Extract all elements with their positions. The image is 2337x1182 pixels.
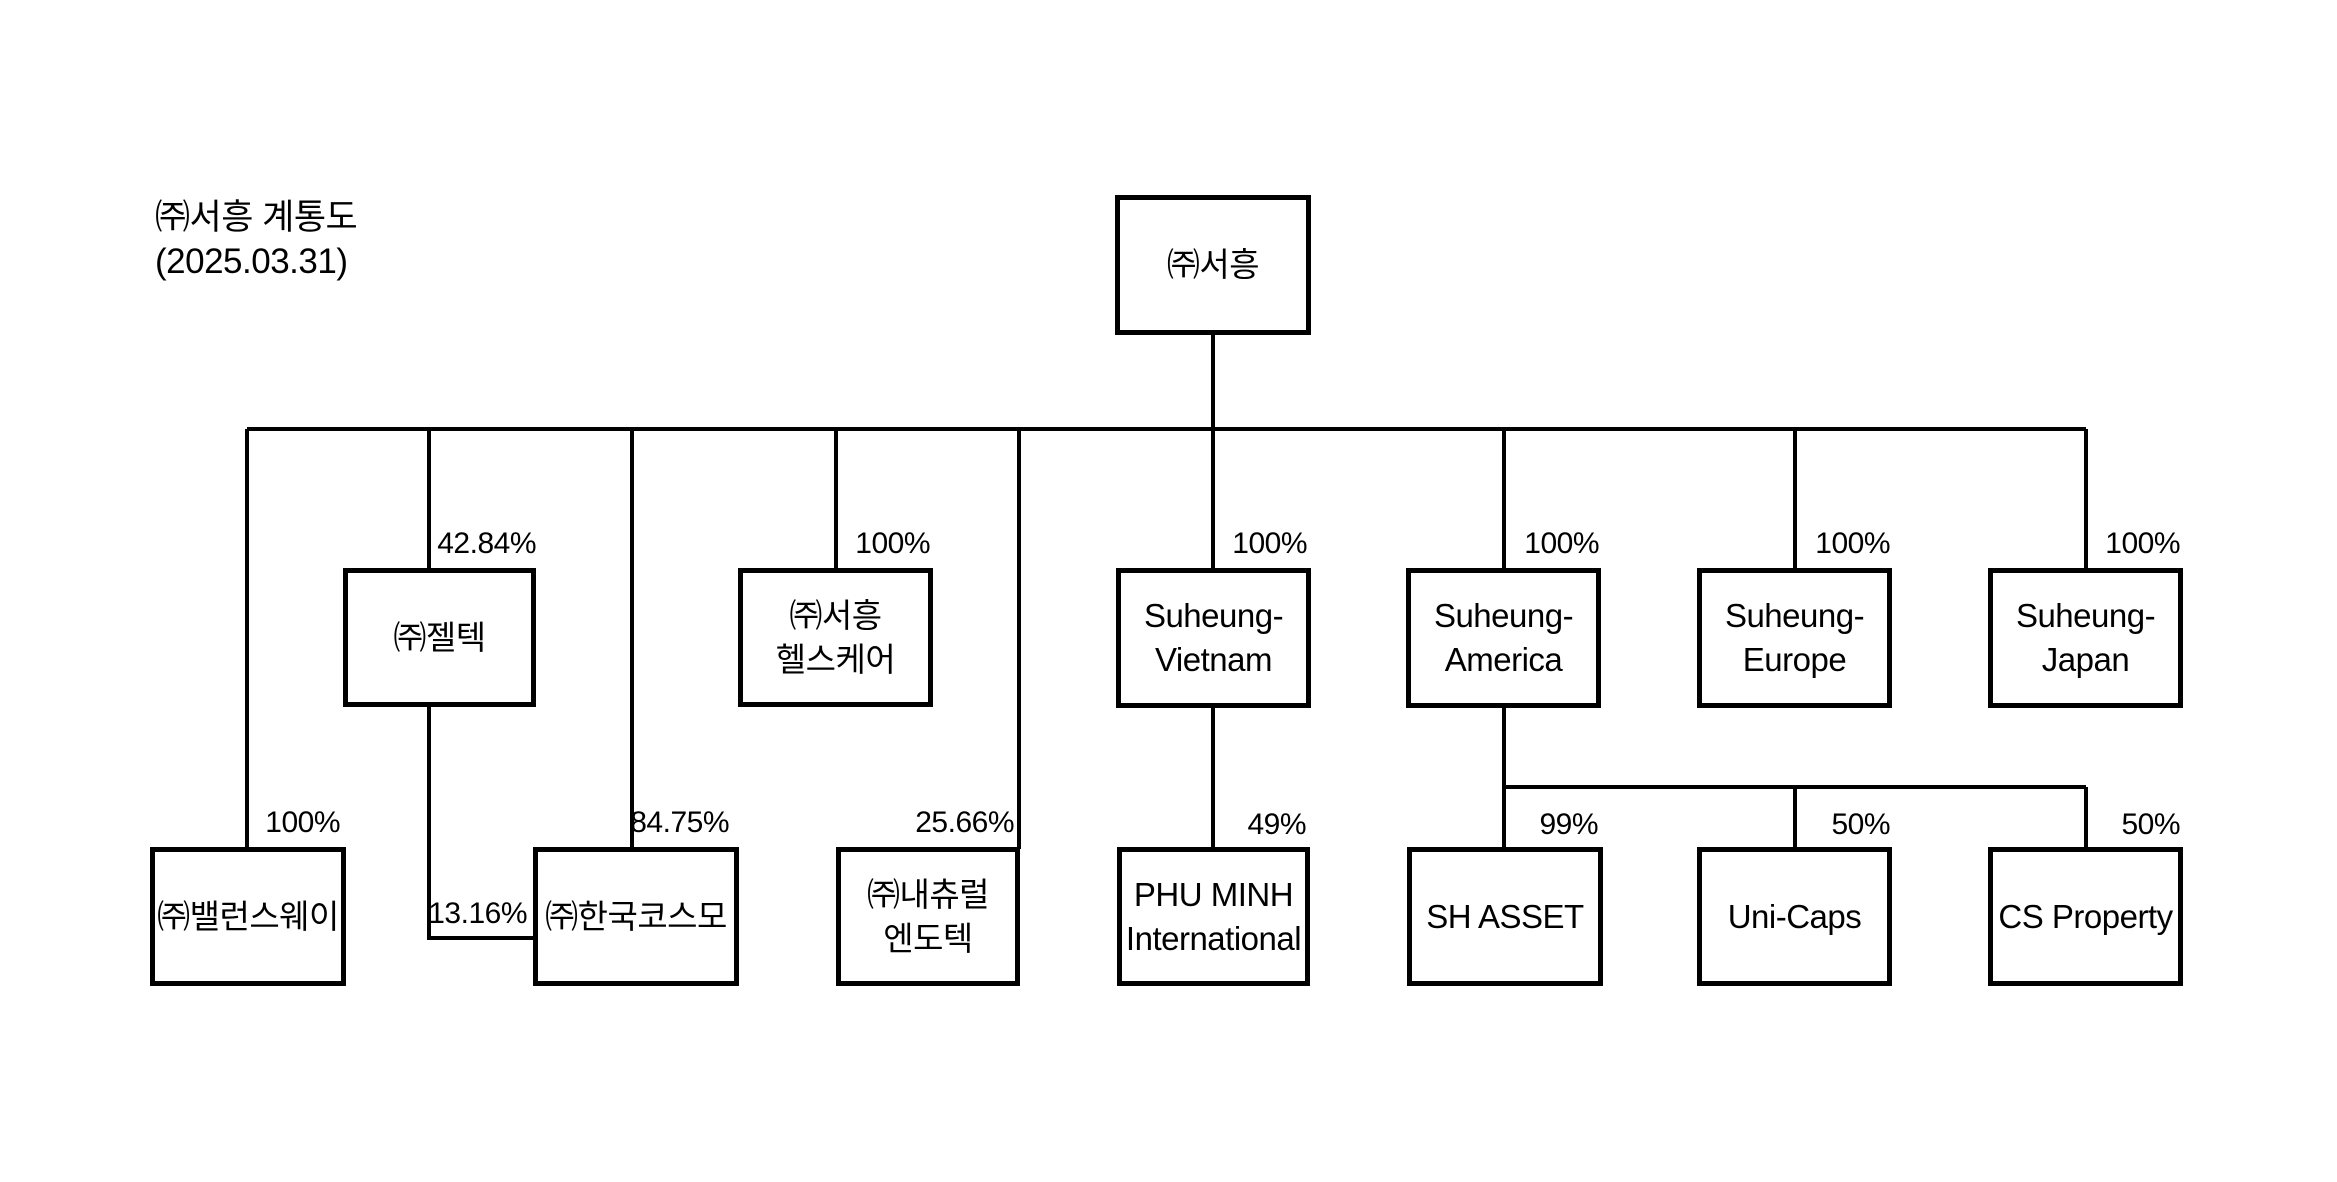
chart-title-date: (2025.03.31) [155,242,348,281]
chart-title-line1: ㈜서흥 계통도 [155,198,358,237]
org-node-suheung-europe: Suheung- Europe [1697,568,1892,708]
org-node-balanceway: ㈜밸런스웨이 [150,847,346,986]
org-node-label: ㈜한국코스모 [545,897,727,935]
ownership-label-sh-asset: 99% [1539,808,1598,841]
org-node-phu-minh-international: PHU MINH International [1117,847,1310,986]
ownership-label-cs-property: 50% [2121,808,2180,841]
org-node-natural-endotech: ㈜내츄럴 엔도텍 [836,847,1020,986]
ownership-label-uni-caps: 50% [1831,808,1890,841]
ownership-label-balanceway: 100% [265,806,340,839]
edge-america-subrail [1502,705,2086,789]
ownership-label-kukcosmo: 84.75% [630,806,729,839]
org-node-label: SH ASSET [1426,897,1584,935]
org-node-label: Uni-Caps [1727,897,1862,935]
org-node-cs-property: CS Property [1988,847,2183,986]
org-node-suheung-america: Suheung- America [1406,568,1601,708]
org-node-label: PHU MINH International [1125,875,1302,957]
org-node-uni-caps: Uni-Caps [1697,847,1892,986]
ownership-label-japan: 100% [2105,527,2180,560]
ownership-label-healthcare: 100% [855,527,930,560]
org-node-sh-asset: SH ASSET [1407,847,1603,986]
ownership-label-phu-minh: 49% [1247,808,1306,841]
org-node-label: ㈜밸런스웨이 [157,897,339,935]
ownership-label-jeltech-to-kukcosmo: 13.16% [428,897,527,930]
org-node-jeltech: ㈜젤텍 [343,568,536,707]
ownership-label-europe: 100% [1815,527,1890,560]
org-node-suheung-vietnam: Suheung- Vietnam [1116,568,1311,708]
org-node-label: Suheung- Europe [1724,597,1865,678]
org-node-label: ㈜내츄럴 엔도텍 [866,875,990,957]
org-node-suheung: ㈜서흥 [1115,195,1311,335]
ownership-label-natural-endotech: 25.66% [915,806,1014,839]
org-node-label: ㈜서흥 헬스케어 [775,596,896,678]
ownership-label-jeltech: 42.84% [437,527,536,560]
chart-title: ㈜서흥 계통도 (2025.03.31) [155,196,358,284]
ownership-label-vietnam: 100% [1232,527,1307,560]
org-node-label: Suheung- Japan [2015,597,2156,678]
org-node-kukcosmo: ㈜한국코스모 [533,847,739,986]
edge-jeltech-kukcosmo [427,705,533,940]
org-node-label: Suheung- America [1433,597,1574,678]
org-node-label: CS Property [1998,897,2173,935]
ownership-label-america: 100% [1524,527,1599,560]
org-node-label: Suheung- Vietnam [1143,597,1284,678]
org-node-suheung-japan: Suheung- Japan [1988,568,2183,708]
org-node-label: ㈜젤텍 [393,618,486,656]
org-node-label: ㈜서흥 [1166,246,1260,283]
org-node-suheung-healthcare: ㈜서흥 헬스케어 [738,568,933,707]
